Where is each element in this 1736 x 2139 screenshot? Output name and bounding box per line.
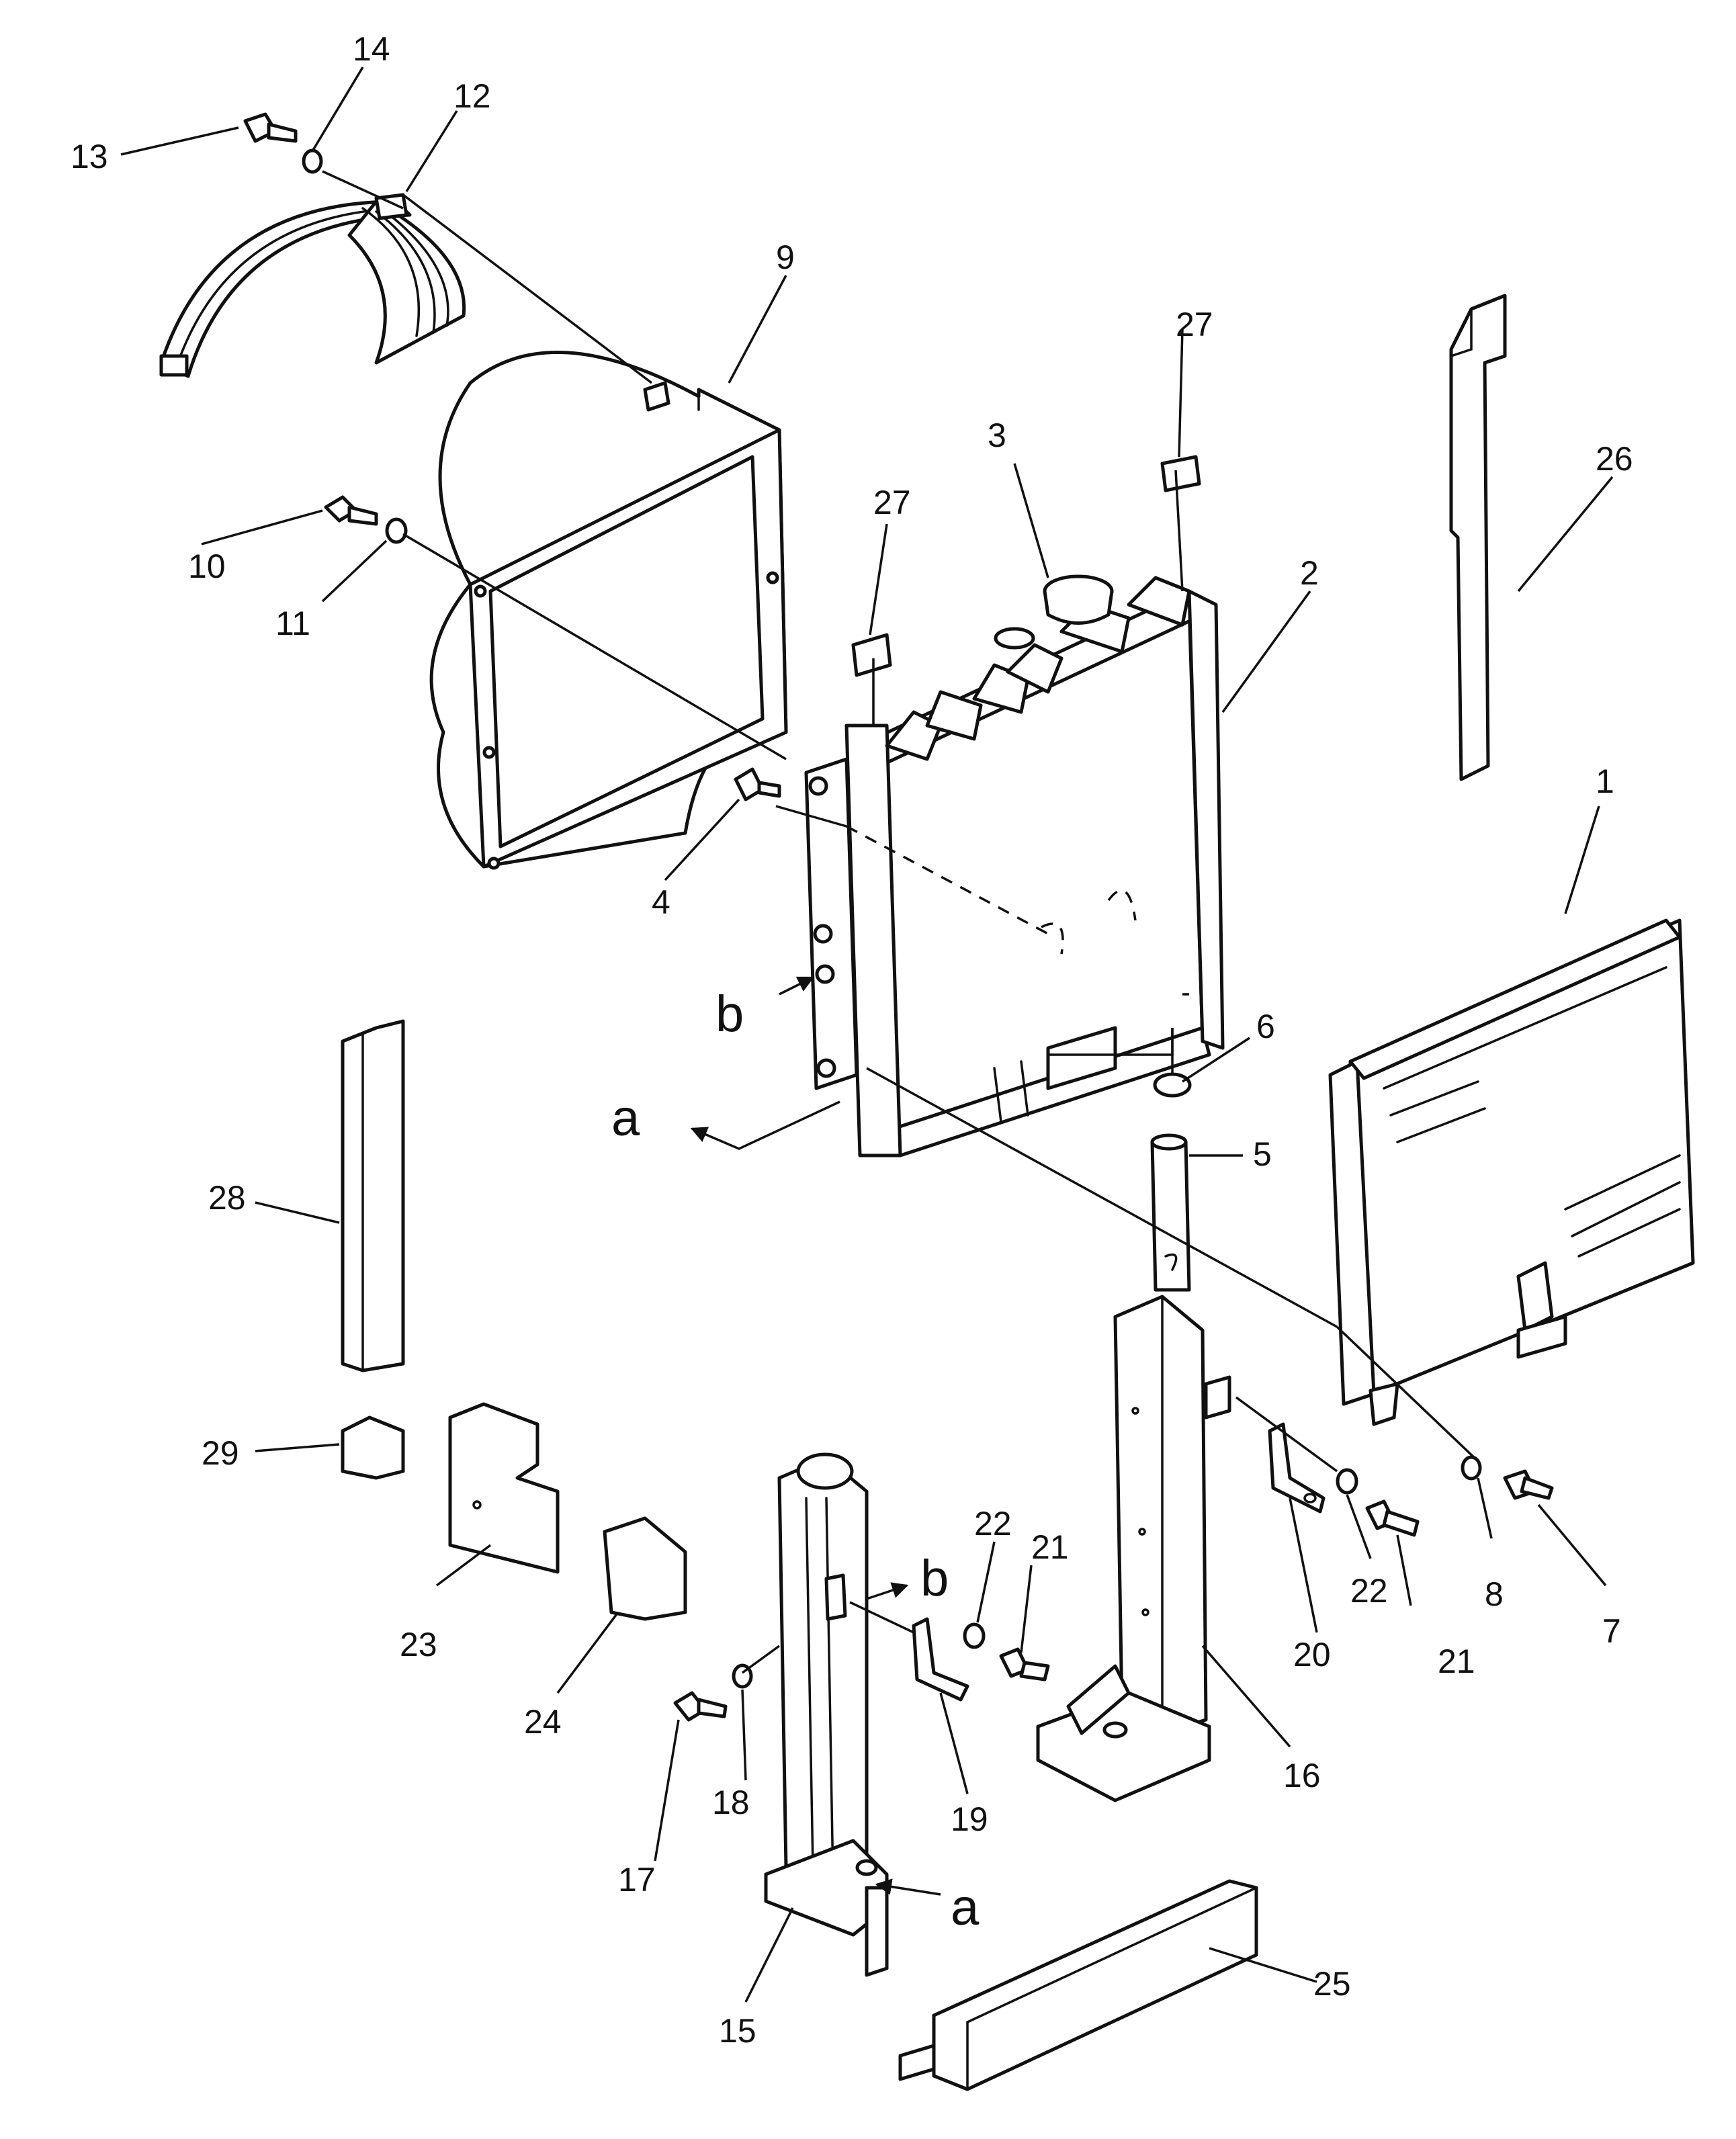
label-10: 10 [188,548,226,585]
bracket-19 [912,1617,969,1702]
support-15 [764,1452,889,1977]
washer-14 [302,148,323,174]
ref-b-upper: b [715,986,744,1043]
radiator-cap [994,574,1114,650]
label-21-right: 21 [1438,1643,1475,1680]
bolt-21-left [999,1647,1050,1682]
washer-22-left [963,1622,986,1649]
label-18: 18 [712,1784,750,1821]
label-27-left: 27 [873,484,911,521]
label-6: 6 [1256,1008,1275,1045]
label-25: 25 [1313,1965,1351,2003]
label-28: 28 [208,1179,246,1217]
hose-5 [1150,1133,1191,1292]
bolt-21-right [1365,1499,1420,1537]
label-21-left: 21 [1031,1528,1069,1566]
label-15: 15 [719,2012,756,2050]
support-16 [1036,1295,1231,1802]
label-11: 11 [275,605,310,642]
seal-25 [898,1879,1258,2091]
label-19: 19 [951,1800,988,1838]
label-12: 12 [453,77,491,115]
label-3: 3 [988,417,1006,454]
label-1: 1 [1596,762,1614,800]
seal-28 [341,1019,405,1372]
fan-guard-part [159,193,466,378]
label-23: 23 [400,1626,437,1663]
label-8: 8 [1485,1575,1504,1613]
label-2: 2 [1300,554,1319,592]
label-14: 14 [353,30,390,68]
ref-b-lower: b [920,1550,949,1607]
fan-shroud-part [429,351,788,870]
clamp-6 [1153,1072,1192,1098]
plug-27-right [1160,455,1201,492]
label-20: 20 [1293,1636,1331,1673]
seal-26 [1449,294,1507,781]
drain-cock-4 [734,767,781,801]
washer-22-right [1336,1468,1358,1495]
label-22-left: 22 [974,1505,1012,1542]
radiator-part [804,576,1225,1158]
washer-11 [385,517,408,544]
label-4: 4 [652,883,670,921]
label-5: 5 [1253,1135,1272,1173]
label-13: 13 [71,138,108,175]
label-26: 26 [1596,440,1633,478]
label-29: 29 [202,1434,239,1472]
label-24: 24 [524,1703,562,1741]
bolt-17 [673,1691,728,1722]
bolt-13 [243,112,298,143]
plug-27-left [851,633,892,677]
label-22-right: 22 [1350,1572,1388,1610]
label-17: 17 [618,1861,656,1898]
label-27-right: 27 [1176,306,1213,343]
oil-cooler-part [1328,918,1695,1426]
bolt-10 [324,495,378,526]
ref-a-upper: a [611,1090,640,1147]
label-7: 7 [1602,1612,1621,1650]
label-9: 9 [776,238,795,276]
bolt-7 [1503,1469,1554,1500]
block-23 [448,1402,560,1574]
block-24 [603,1516,687,1621]
block-29 [341,1415,405,1480]
label-16: 16 [1283,1757,1321,1794]
ref-a-lower: a [951,1879,980,1936]
washer-8 [1461,1455,1482,1481]
bracket-20 [1268,1422,1326,1514]
